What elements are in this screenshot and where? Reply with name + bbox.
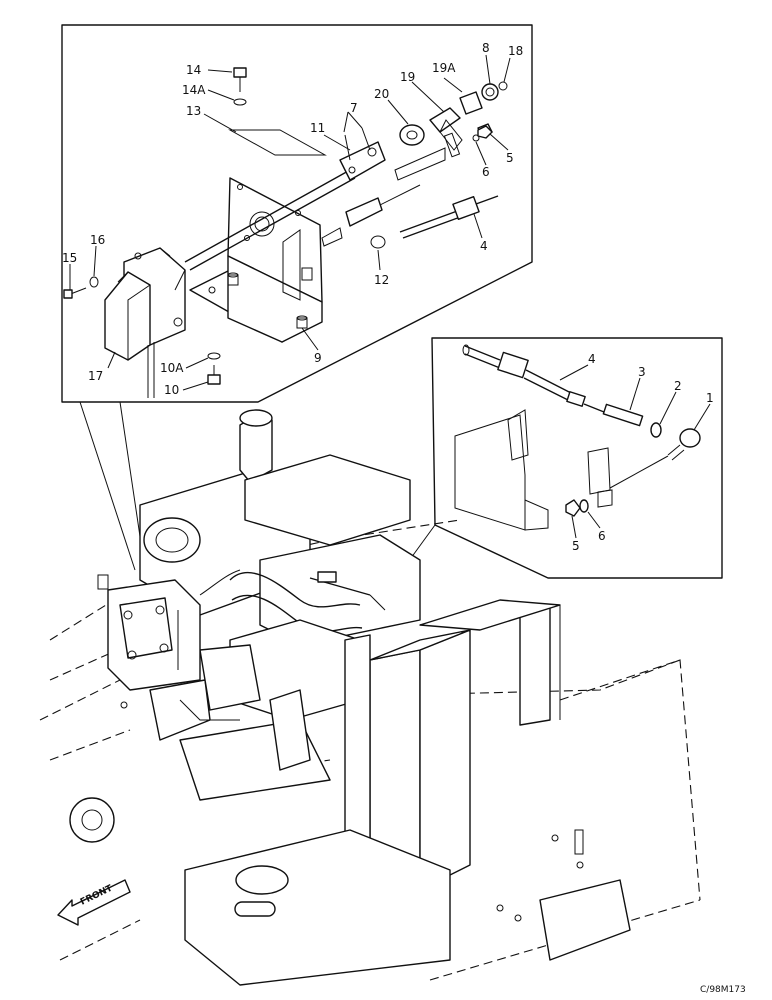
label-19: 19 bbox=[400, 70, 415, 84]
label-19a: 19A bbox=[432, 61, 456, 75]
label-2: 2 bbox=[674, 379, 682, 393]
leader-lines bbox=[69, 54, 511, 391]
label-4-top: 4 bbox=[480, 239, 488, 253]
radiator bbox=[344, 599, 561, 906]
throttle-cable-right bbox=[462, 344, 605, 413]
top-detail-panel bbox=[61, 24, 533, 571]
label-14a: 14A bbox=[182, 83, 206, 97]
base-bolts bbox=[120, 701, 584, 922]
label-16: 16 bbox=[90, 233, 105, 247]
throttle-cable-top bbox=[370, 195, 499, 249]
drawing-code: C/98M173 bbox=[700, 985, 746, 995]
rear-hook bbox=[69, 797, 115, 843]
bolt-15 bbox=[63, 276, 99, 299]
control-motor bbox=[104, 247, 186, 398]
label-5-right: 5 bbox=[572, 539, 580, 553]
engine-block bbox=[139, 409, 421, 801]
label-8: 8 bbox=[482, 41, 490, 55]
washer-6-right bbox=[579, 499, 589, 513]
mounting-bracket bbox=[189, 177, 343, 343]
label-11: 11 bbox=[310, 121, 325, 135]
bolt-10 bbox=[207, 352, 221, 385]
label-10a: 10A bbox=[160, 361, 184, 375]
part-labels: 14 14A 13 7 11 20 19 19A 8 18 5 6 4 12 9… bbox=[62, 41, 714, 553]
label-12: 12 bbox=[374, 273, 389, 287]
label-14: 14 bbox=[186, 63, 201, 77]
front-arrow: FRONT bbox=[57, 879, 131, 926]
label-15: 15 bbox=[62, 251, 77, 265]
right-detail-panel bbox=[394, 337, 723, 581]
label-18: 18 bbox=[508, 44, 523, 58]
label-9: 9 bbox=[314, 351, 322, 365]
nut-5-right bbox=[565, 499, 581, 517]
label-6-right: 6 bbox=[598, 529, 606, 543]
counterweight bbox=[184, 829, 631, 986]
machine-assembly: FRONT bbox=[39, 409, 701, 986]
rod-3 bbox=[602, 403, 644, 427]
ball-joint-1 bbox=[667, 428, 701, 461]
label-5-top: 5 bbox=[506, 151, 514, 165]
lever-parts bbox=[399, 81, 508, 158]
nut-5-top bbox=[477, 125, 493, 139]
label-6-top: 6 bbox=[482, 165, 490, 179]
throttle-cable-engine bbox=[309, 571, 386, 611]
label-20: 20 bbox=[374, 87, 389, 101]
label-17: 17 bbox=[88, 369, 103, 383]
bolt-14 bbox=[233, 67, 247, 106]
right-leader-lines bbox=[559, 364, 711, 539]
washer-2 bbox=[650, 422, 662, 438]
label-3: 3 bbox=[638, 365, 646, 379]
label-1: 1 bbox=[706, 391, 714, 405]
label-4-right: 4 bbox=[588, 352, 596, 366]
label-13: 13 bbox=[186, 104, 201, 118]
cover-plate bbox=[228, 129, 327, 156]
label-7: 7 bbox=[350, 101, 358, 115]
label-10: 10 bbox=[164, 383, 179, 397]
engine-control-box bbox=[97, 569, 241, 721]
linkage-assembly bbox=[184, 127, 446, 271]
